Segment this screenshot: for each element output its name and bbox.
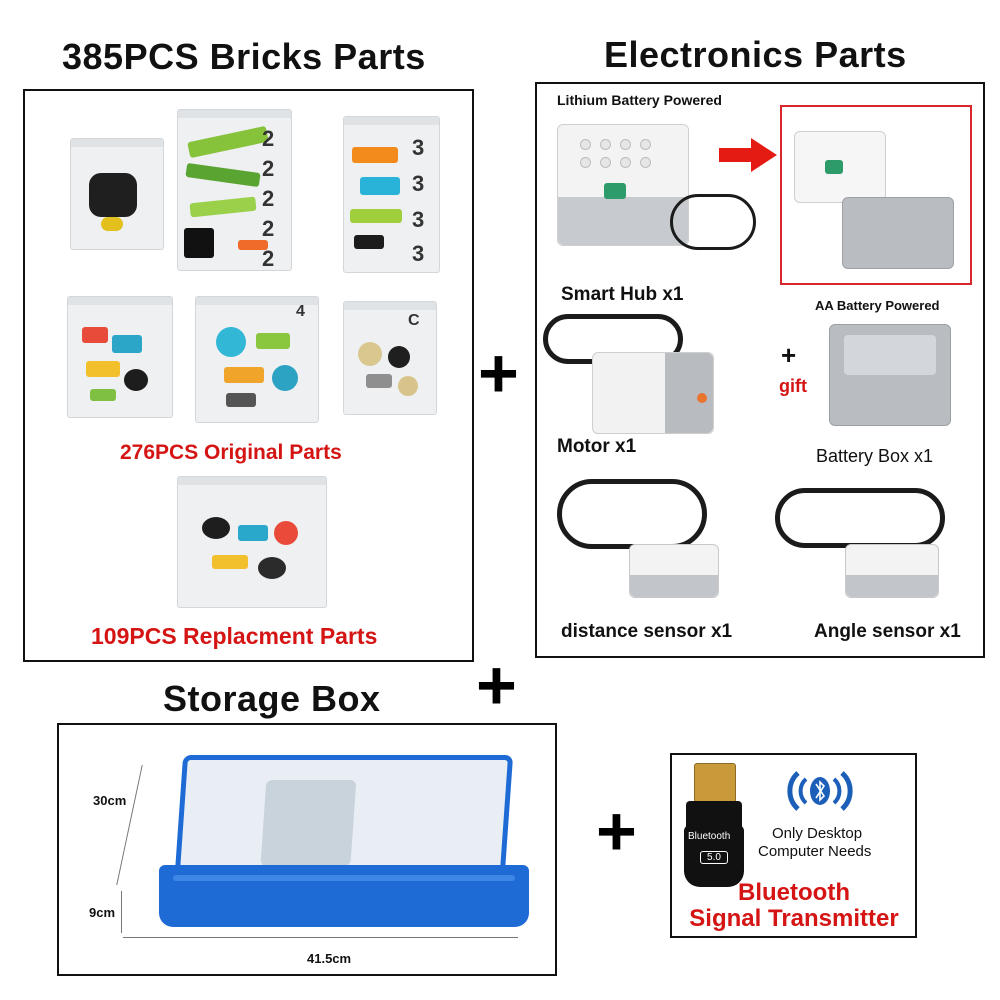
angle-sensor-label: Angle sensor x1 xyxy=(814,621,961,642)
dongle-text: Bluetooth xyxy=(688,831,731,842)
bag-number: 4 xyxy=(296,303,305,320)
storage-panel: 30cm 9cm 41.5cm xyxy=(57,723,557,976)
bag-number: 2 xyxy=(262,246,275,271)
plus-sign: + xyxy=(476,646,517,724)
bricks-title: 385PCS Bricks Parts xyxy=(62,36,426,77)
bag-number: 3 xyxy=(412,207,425,232)
distance-sensor-label: distance sensor x1 xyxy=(561,621,733,642)
aa-label: AA Battery Powered xyxy=(815,298,940,313)
electronics-title: Electronics Parts xyxy=(604,34,907,75)
smart-hub-image xyxy=(557,124,689,246)
battery-box-label: Battery Box x1 xyxy=(816,446,934,466)
dongle-version: 5.0 xyxy=(700,851,728,864)
storage-box-image xyxy=(159,755,529,927)
parts-bag-replacement xyxy=(177,476,327,608)
bag-number: 3 xyxy=(412,241,425,266)
arrow-right-icon xyxy=(719,138,777,172)
lithium-label: Lithium Battery Powered xyxy=(557,92,722,108)
bag-number: 3 xyxy=(412,171,425,196)
parts-bag-1 xyxy=(70,138,164,250)
parts-bag-6: C xyxy=(343,301,437,415)
note-line-1: Only Desktop xyxy=(772,825,863,842)
usb-cable xyxy=(670,194,756,250)
bluetooth-signal-icon xyxy=(787,771,853,811)
parts-bag-2: 2 2 2 2 2 xyxy=(177,109,292,271)
plus-sign: + xyxy=(478,334,519,412)
storage-title: Storage Box xyxy=(163,678,381,719)
plus-sign: + xyxy=(596,792,637,870)
battery-box-image xyxy=(829,324,951,426)
bluetooth-dongle-image: Bluetooth 5.0 xyxy=(684,763,746,891)
bag-number: 2 xyxy=(262,186,275,211)
bag-number: 2 xyxy=(262,126,275,151)
motor-image xyxy=(592,352,714,434)
bluetooth-panel: Bluetooth 5.0 Only Desktop Computer Need… xyxy=(670,753,917,938)
distance-cable xyxy=(557,479,707,549)
distance-sensor-image xyxy=(629,544,719,598)
replacement-parts-caption: 109PCS Replacment Parts xyxy=(91,623,378,649)
bricks-panel: 2 2 2 2 2 3 3 3 3 4 C xyxy=(23,89,474,662)
height-bottom-label: 9cm xyxy=(89,905,116,920)
bluetooth-title-line-2: Signal Transmitter xyxy=(689,905,899,932)
electronics-panel: Lithium Battery Powered Smart Hub x1 AA … xyxy=(535,82,985,658)
opened-hub-frame xyxy=(780,105,972,285)
gift-plus: + xyxy=(781,340,797,370)
bag-number: 2 xyxy=(262,156,275,181)
parts-bag-4 xyxy=(67,296,173,418)
bluetooth-title-line-1: Bluetooth xyxy=(738,879,850,906)
angle-cable xyxy=(775,488,945,548)
motor-label: Motor x1 xyxy=(557,436,637,457)
height-top-label: 30cm xyxy=(93,793,127,808)
bag-number: 2 xyxy=(262,216,275,241)
parts-bag-3: 3 3 3 3 xyxy=(343,116,440,273)
smart-hub-label: Smart Hub x1 xyxy=(561,284,684,305)
parts-bag-5: 4 xyxy=(195,296,319,423)
width-label: 41.5cm xyxy=(307,951,352,966)
note-line-2: Computer Needs xyxy=(758,843,872,860)
bag-number: 3 xyxy=(412,135,425,160)
original-parts-caption: 276PCS Original Parts xyxy=(120,441,342,464)
gift-label: gift xyxy=(779,376,807,396)
angle-sensor-image xyxy=(845,544,939,598)
bag-number: C xyxy=(408,312,420,329)
